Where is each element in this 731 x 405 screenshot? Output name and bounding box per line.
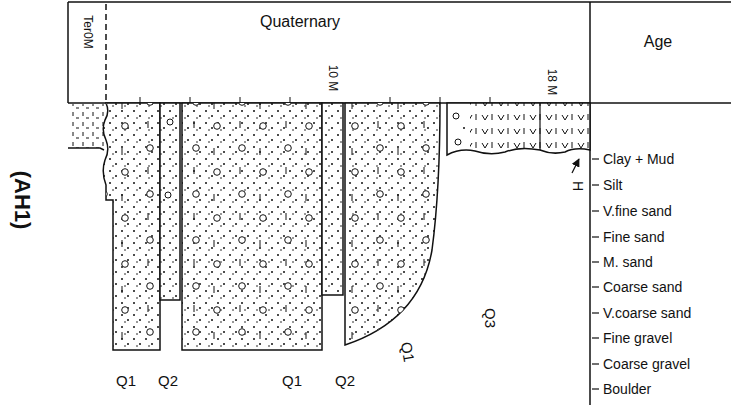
grain-size: Silt [603, 178, 622, 192]
q2-unit [322, 103, 343, 295]
q1-unit [345, 103, 440, 345]
age-label: Ter0M [82, 15, 94, 48]
q2-unit [160, 103, 180, 300]
unit-label: Q2 [158, 373, 178, 388]
unit-label: Q1 [399, 341, 417, 363]
tertiary-unit [68, 104, 106, 150]
unit-label: Q1 [116, 373, 136, 388]
grain-size: Coarse gravel [603, 357, 690, 371]
q1-unit [182, 103, 322, 350]
q1-unit [103, 103, 160, 350]
frame [68, 2, 731, 405]
depth-label: 10 M [327, 65, 339, 92]
grain-size: V.fine sand [603, 204, 672, 218]
h-arrow [572, 159, 579, 173]
grain-size: Coarse sand [603, 280, 682, 294]
depth-label: 18 M [546, 69, 558, 96]
grain-size: M. sand [603, 255, 653, 269]
grain-size: Boulder [603, 382, 651, 396]
unit-label: Q3 [483, 308, 498, 328]
marker-label: H [571, 181, 585, 191]
age-ticks [592, 159, 599, 389]
grain-size: Fine gravel [603, 331, 672, 345]
grain-size: Fine sand [603, 230, 664, 244]
q3-unit [447, 103, 590, 155]
grain-size: Clay + Mud [603, 152, 674, 166]
profile-id: (AH1) [11, 171, 33, 230]
column-heading: Age [644, 34, 672, 50]
age-label: Quaternary [260, 14, 340, 30]
grain-size: V.coarse sand [603, 306, 691, 320]
unit-label: Q2 [335, 373, 355, 388]
scale-ticks [140, 97, 490, 103]
unit-label: Q1 [282, 373, 302, 388]
